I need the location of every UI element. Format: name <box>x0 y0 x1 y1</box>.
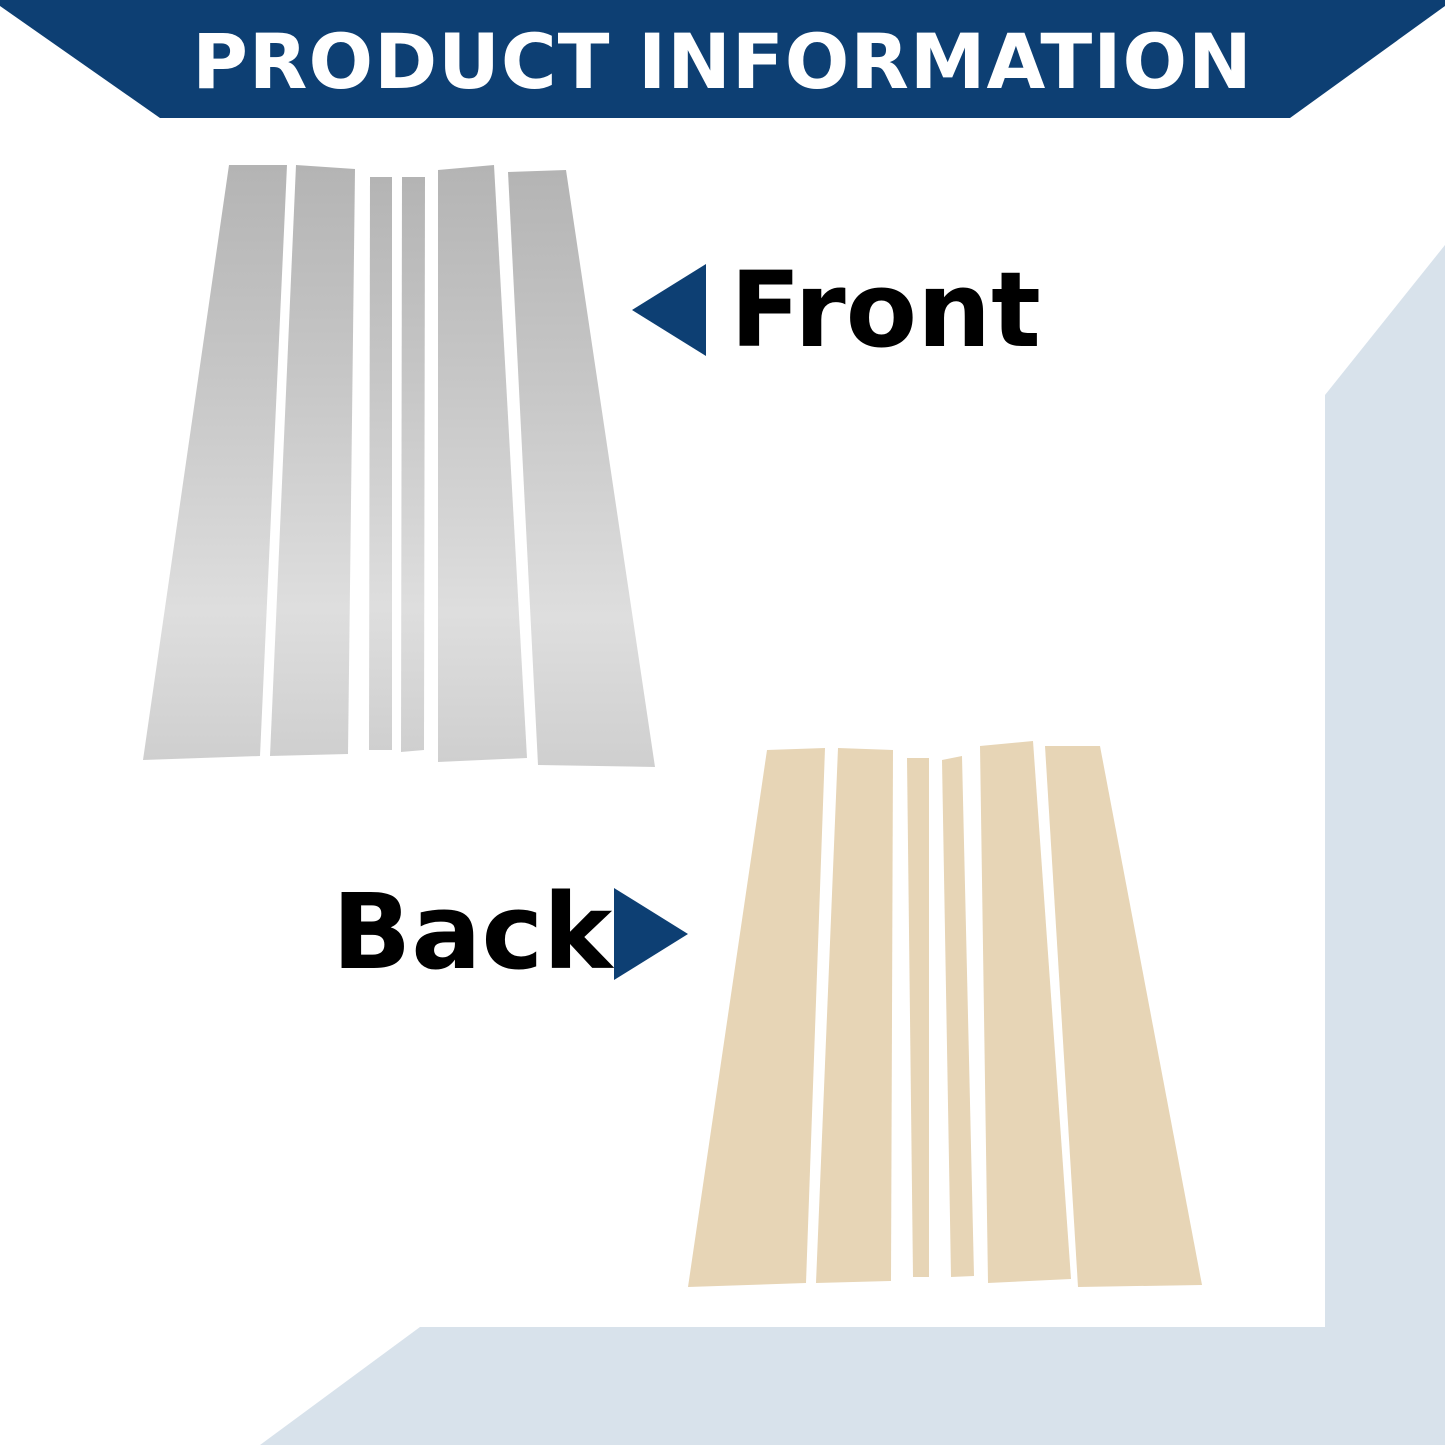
corner-frame-shape <box>260 245 1445 1445</box>
banner-shape <box>0 0 1445 118</box>
back-strip-2 <box>816 748 893 1283</box>
front-strip-4 <box>401 177 425 752</box>
back-strip-3 <box>907 758 929 1277</box>
front-strip-6 <box>508 170 655 767</box>
triangle-right-shape <box>614 888 688 980</box>
front-strip-3 <box>369 177 392 750</box>
banner-title: PRODUCT INFORMATION <box>192 17 1253 106</box>
triangle-left-shape <box>632 264 706 356</box>
front-strip-5 <box>438 165 527 762</box>
back-label: Back <box>332 871 613 993</box>
back-strip-6 <box>1045 746 1202 1287</box>
back-strip-1 <box>688 748 825 1287</box>
back-strip-5 <box>980 741 1071 1283</box>
front-strip-2 <box>270 165 355 756</box>
back-strip-4 <box>942 756 974 1277</box>
front-label: Front <box>730 249 1041 371</box>
front-strip-1 <box>143 165 287 760</box>
